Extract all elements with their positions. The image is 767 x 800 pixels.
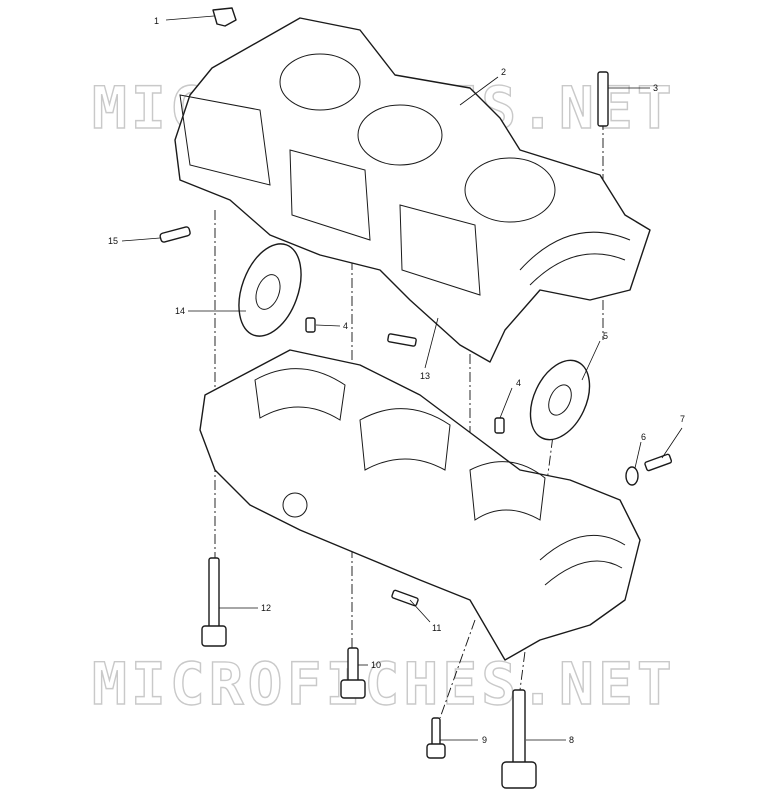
callout-12: 12 [261, 603, 271, 613]
part-4-dowel-upper [305, 317, 316, 333]
part-11-stud [391, 589, 419, 607]
callout-6: 6 [641, 432, 646, 442]
callout-8: 8 [569, 735, 574, 745]
callout-4-lower: 4 [516, 378, 521, 388]
part-1-elbow-fitting [212, 7, 237, 27]
callout-2: 2 [501, 67, 506, 77]
callout-9: 9 [482, 735, 487, 745]
part-7-bolt [644, 453, 673, 472]
callout-11: 11 [432, 623, 441, 633]
part-14-seal-plate [238, 243, 302, 337]
part-6-washer [625, 466, 639, 486]
callout-14: 14 [175, 306, 185, 316]
watermark-bottom: MICROFICHES.NET [92, 650, 676, 718]
lower-crankcase [199, 349, 641, 661]
part-12-bolt [201, 557, 227, 647]
callout-13: 13 [420, 371, 430, 381]
part-10-bolt [340, 647, 366, 699]
callout-5: 5 [603, 331, 608, 341]
part-9-bolt [426, 717, 446, 759]
part-15-pin [159, 226, 191, 243]
callout-1: 1 [154, 16, 159, 26]
callout-15: 15 [108, 236, 118, 246]
part-3-stud [597, 71, 609, 127]
part-5-seal [529, 359, 591, 441]
callout-4-upper: 4 [343, 321, 348, 331]
part-4-dowel-lower [494, 417, 505, 434]
callout-3: 3 [653, 83, 658, 93]
callout-10: 10 [371, 660, 381, 670]
part-8-bolt [501, 689, 537, 789]
leader-lines [121, 15, 683, 741]
part-13-stud [387, 333, 417, 347]
callout-7: 7 [680, 414, 685, 424]
upper-crankcase [174, 17, 651, 363]
